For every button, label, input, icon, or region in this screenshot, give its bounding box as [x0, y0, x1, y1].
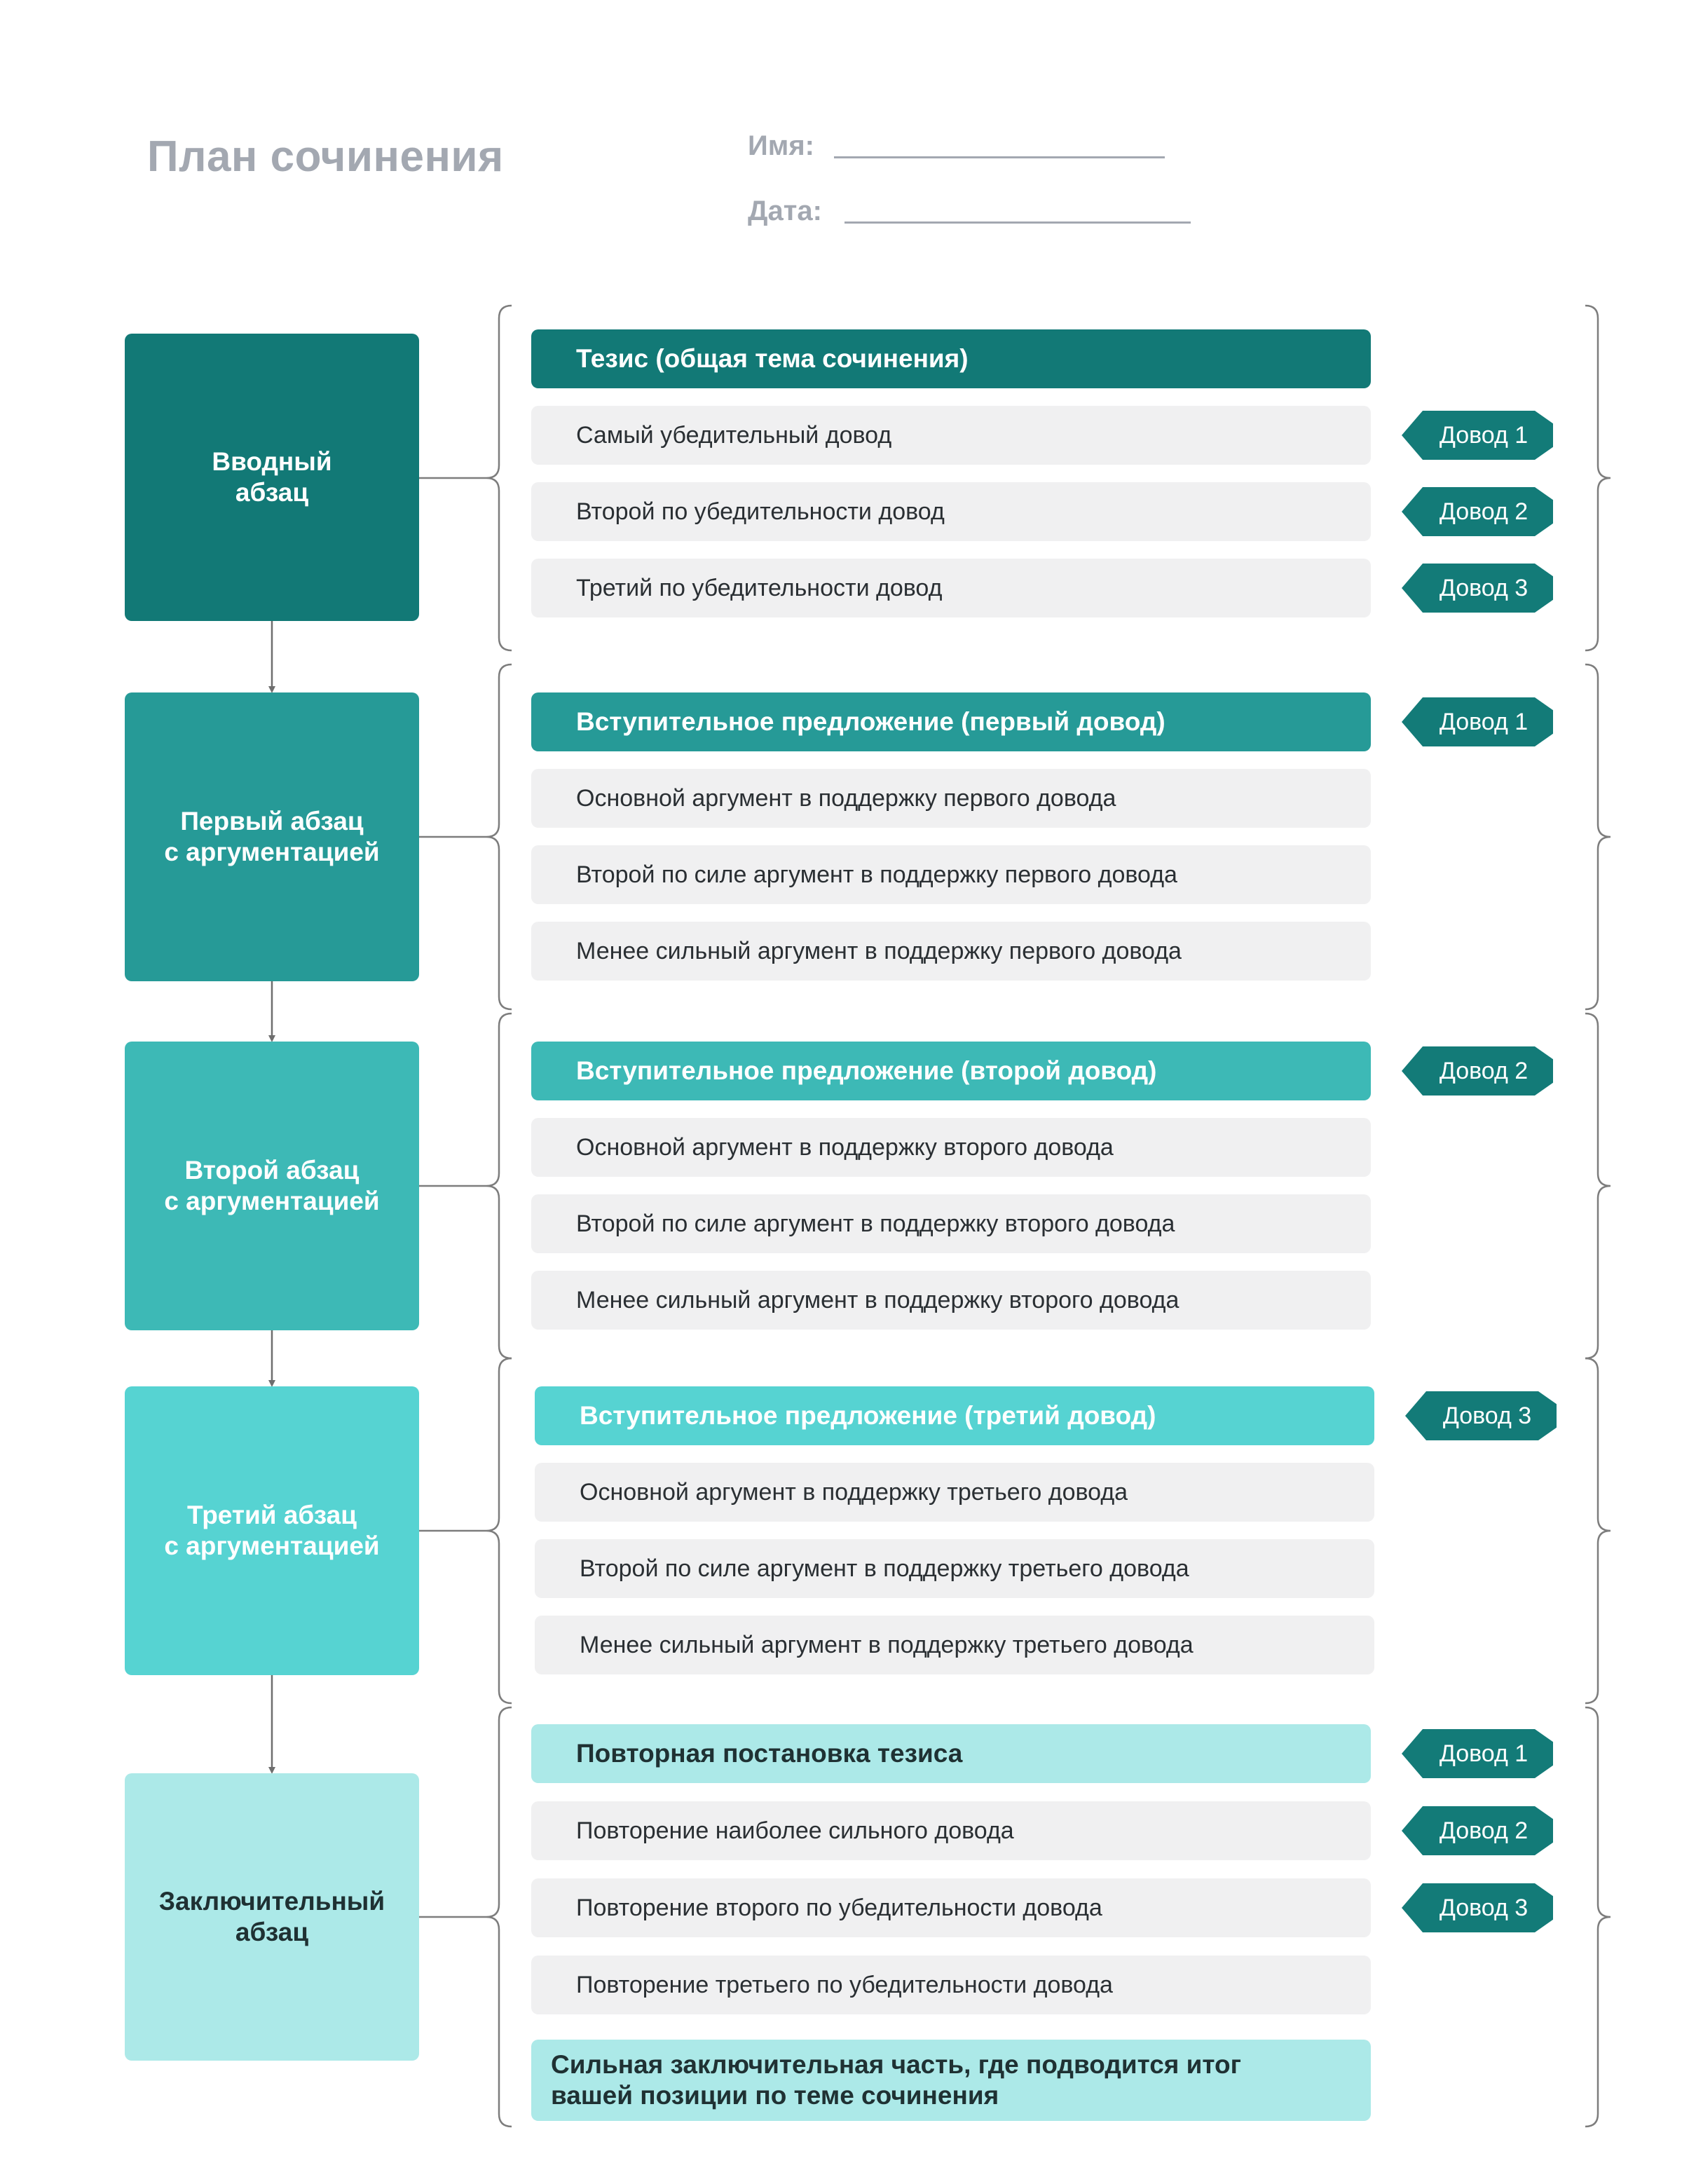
- section-heading-row: Тезис (общая тема сочинения): [531, 329, 1371, 388]
- plan-row: Второй по силе аргумент в поддержку втор…: [531, 1194, 1371, 1253]
- section-heading-row: Повторная постановка тезиса: [531, 1724, 1371, 1783]
- right-brace: [1585, 1706, 1611, 2128]
- section-heading-row: Сильная заключительная часть, где подвод…: [531, 2040, 1371, 2121]
- plan-row: Самый убедительный довод: [531, 406, 1371, 465]
- section-box-1: Вводный абзац: [125, 334, 419, 621]
- name-label: Имя:: [748, 130, 814, 161]
- section-box-2: Первый абзац с аргументацией: [125, 692, 419, 981]
- right-brace: [1585, 663, 1611, 1011]
- plan-row: Менее сильный аргумент в поддержку треть…: [535, 1616, 1374, 1674]
- brace-lines: [419, 304, 1611, 2128]
- section-heading-row: Вступительное предложение (первый довод): [531, 692, 1371, 751]
- plan-row: Основной аргумент в поддержку первого до…: [531, 769, 1371, 828]
- argument-tag: Довод 3: [1402, 564, 1553, 613]
- argument-tag: Довод 1: [1402, 697, 1553, 746]
- plan-row: Повторение наиболее сильного довода: [531, 1801, 1371, 1860]
- right-brace: [1585, 304, 1611, 652]
- plan-row: Повторение второго по убедительности дов…: [531, 1878, 1371, 1937]
- section-heading-row: Вступительное предложение (третий довод): [535, 1386, 1374, 1445]
- right-brace: [1585, 1012, 1611, 1360]
- section-box-3: Второй абзац с аргументацией: [125, 1042, 419, 1330]
- section-box-4: Третий абзац с аргументацией: [125, 1386, 419, 1675]
- argument-tag: Довод 3: [1405, 1391, 1557, 1440]
- argument-tag: Довод 2: [1402, 1806, 1553, 1855]
- plan-row: Повторение третьего по убедительности до…: [531, 1956, 1371, 2014]
- left-brace: [486, 1357, 512, 1705]
- argument-tag: Довод 1: [1402, 1729, 1553, 1778]
- plan-row: Основной аргумент в поддержку второго до…: [531, 1118, 1371, 1177]
- left-brace: [486, 1706, 512, 2128]
- name-field[interactable]: [834, 156, 1165, 158]
- left-brace: [486, 1012, 512, 1360]
- date-field[interactable]: [845, 221, 1191, 224]
- page-title: План сочинения: [147, 132, 504, 181]
- plan-row: Третий по убедительности довод: [531, 559, 1371, 617]
- argument-tag: Довод 2: [1402, 487, 1553, 536]
- argument-tag: Довод 3: [1402, 1883, 1553, 1932]
- argument-tag: Довод 1: [1402, 411, 1553, 460]
- section-heading-row: Вступительное предложение (второй довод): [531, 1042, 1371, 1100]
- date-label: Дата:: [748, 196, 822, 226]
- plan-row: Менее сильный аргумент в поддержку второ…: [531, 1271, 1371, 1330]
- argument-tag: Довод 2: [1402, 1046, 1553, 1096]
- right-brace: [1585, 1357, 1611, 1705]
- plan-row: Второй по убедительности довод: [531, 482, 1371, 541]
- section-box-5: Заключительный абзац: [125, 1773, 419, 2061]
- left-brace: [486, 663, 512, 1011]
- plan-row: Основной аргумент в поддержку третьего д…: [535, 1463, 1374, 1522]
- plan-row: Второй по силе аргумент в поддержку перв…: [531, 845, 1371, 904]
- plan-row: Менее сильный аргумент в поддержку перво…: [531, 922, 1371, 981]
- left-brace: [486, 304, 512, 652]
- plan-row: Второй по силе аргумент в поддержку трет…: [535, 1539, 1374, 1598]
